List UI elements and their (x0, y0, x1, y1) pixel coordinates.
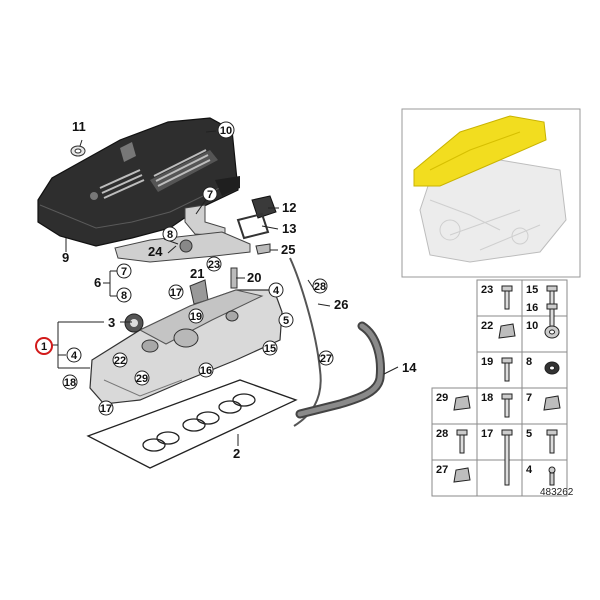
part-number: 16 (526, 302, 538, 314)
part-number: 5 (526, 428, 532, 440)
stud-bolt-icon (501, 357, 513, 382)
callout-23[interactable]: 23 (208, 259, 220, 271)
part-cell-15[interactable]: 15 (526, 284, 558, 310)
callout-7-lower[interactable]: 7 (121, 266, 127, 278)
part-cell-10[interactable]: 10 (526, 320, 560, 339)
rubber-grommet-icon (544, 361, 560, 375)
callout-21[interactable]: 21 (190, 266, 204, 281)
stud-icon (546, 285, 558, 310)
callout-8-lower[interactable]: 8 (121, 290, 127, 302)
callout-8-upper[interactable]: 8 (167, 229, 173, 241)
callout-4-lower[interactable]: 4 (71, 350, 78, 362)
callout-18[interactable]: 18 (64, 377, 76, 389)
callout-16[interactable]: 16 (200, 365, 212, 377)
gasket-illustration (86, 379, 298, 469)
part-cell-27[interactable]: 27 (436, 464, 471, 483)
grommet-icon (544, 325, 560, 339)
parts-grid: 23 15 16 22 10 19 8 29 18 7 28 17 5 27 4 (431, 279, 568, 497)
clip-nut-icon (498, 323, 516, 339)
callout-24[interactable]: 24 (148, 244, 163, 259)
callout-17-lower[interactable]: 17 (100, 403, 112, 415)
part-cell-7[interactable]: 7 (526, 392, 561, 411)
hose-clip-icon (453, 467, 471, 483)
callout-markers: 11 10 9 7 12 13 24 8 25 21 23 20 6 7 8 (35, 119, 417, 461)
part-number: 15 (526, 284, 538, 296)
part-number: 4 (526, 464, 533, 476)
part-number: 18 (481, 392, 493, 404)
part-cell-16[interactable]: 16 (526, 302, 558, 328)
callout-13[interactable]: 13 (282, 221, 296, 236)
part-number: 22 (481, 320, 493, 332)
callout-3[interactable]: 3 (108, 315, 115, 330)
part-number: 7 (526, 392, 532, 404)
callout-12[interactable]: 12 (282, 200, 296, 215)
callout-25[interactable]: 25 (281, 242, 295, 257)
stud-icon (546, 429, 558, 454)
part-cell-8[interactable]: 8 (526, 356, 560, 375)
stud-bolt-icon (501, 393, 513, 418)
bracket-icon (543, 395, 561, 411)
part-cell-29[interactable]: 29 (436, 392, 471, 411)
hose-clamp-icon (456, 429, 468, 454)
part-cell-28[interactable]: 28 (436, 428, 468, 454)
part-number: 8 (526, 356, 532, 368)
part-number: 10 (526, 320, 538, 332)
clip-icon (453, 395, 471, 411)
part-cell-18[interactable]: 18 (481, 392, 513, 418)
part-number: 23 (481, 284, 493, 296)
part-cell-22[interactable]: 22 (481, 320, 516, 339)
part-number: 27 (436, 464, 448, 476)
callout-28[interactable]: 28 (314, 281, 326, 293)
washer-part-illustration (70, 145, 86, 157)
bolt-part-illustration (255, 243, 271, 255)
callout-10[interactable]: 10 (220, 125, 232, 137)
callout-26[interactable]: 26 (334, 297, 348, 312)
callout-7-upper[interactable]: 7 (207, 189, 213, 201)
part-number: 28 (436, 428, 448, 440)
engine-locator-thumbnail (401, 108, 581, 278)
callout-1-selected[interactable]: 1 (41, 341, 47, 353)
callout-20[interactable]: 20 (247, 270, 261, 285)
callout-27[interactable]: 27 (320, 353, 332, 365)
long-bolt-icon (501, 429, 513, 486)
callout-9[interactable]: 9 (62, 250, 69, 265)
part-cell-5[interactable]: 5 (526, 428, 558, 454)
diagram-id: 483262 (540, 487, 574, 498)
sensor-illustration (236, 195, 277, 240)
part-cell-17[interactable]: 17 (481, 428, 513, 486)
part-cell-19[interactable]: 19 (481, 356, 513, 382)
vent-hose-illustration (289, 257, 385, 427)
callout-29[interactable]: 29 (136, 373, 148, 385)
callout-11[interactable]: 11 (72, 119, 86, 134)
part-number: 29 (436, 392, 448, 404)
callout-19[interactable]: 19 (190, 311, 202, 323)
ball-stud-icon (548, 466, 556, 486)
part-number: 17 (481, 428, 493, 440)
part-cell-23[interactable]: 23 (481, 284, 513, 310)
callout-17-upper[interactable]: 17 (170, 287, 182, 299)
valve-cover-illustration (89, 289, 283, 405)
highlighted-cover (413, 115, 547, 187)
callout-6[interactable]: 6 (94, 275, 101, 290)
callout-15[interactable]: 15 (264, 343, 276, 355)
callout-4-upper[interactable]: 4 (273, 285, 280, 297)
part-number: 19 (481, 356, 493, 368)
callout-14[interactable]: 14 (402, 360, 417, 375)
part-cell-4[interactable]: 4 (526, 464, 556, 486)
callout-22[interactable]: 22 (114, 355, 126, 367)
bolt-icon (501, 285, 513, 310)
callout-2[interactable]: 2 (233, 446, 240, 461)
callout-5[interactable]: 5 (283, 315, 289, 327)
